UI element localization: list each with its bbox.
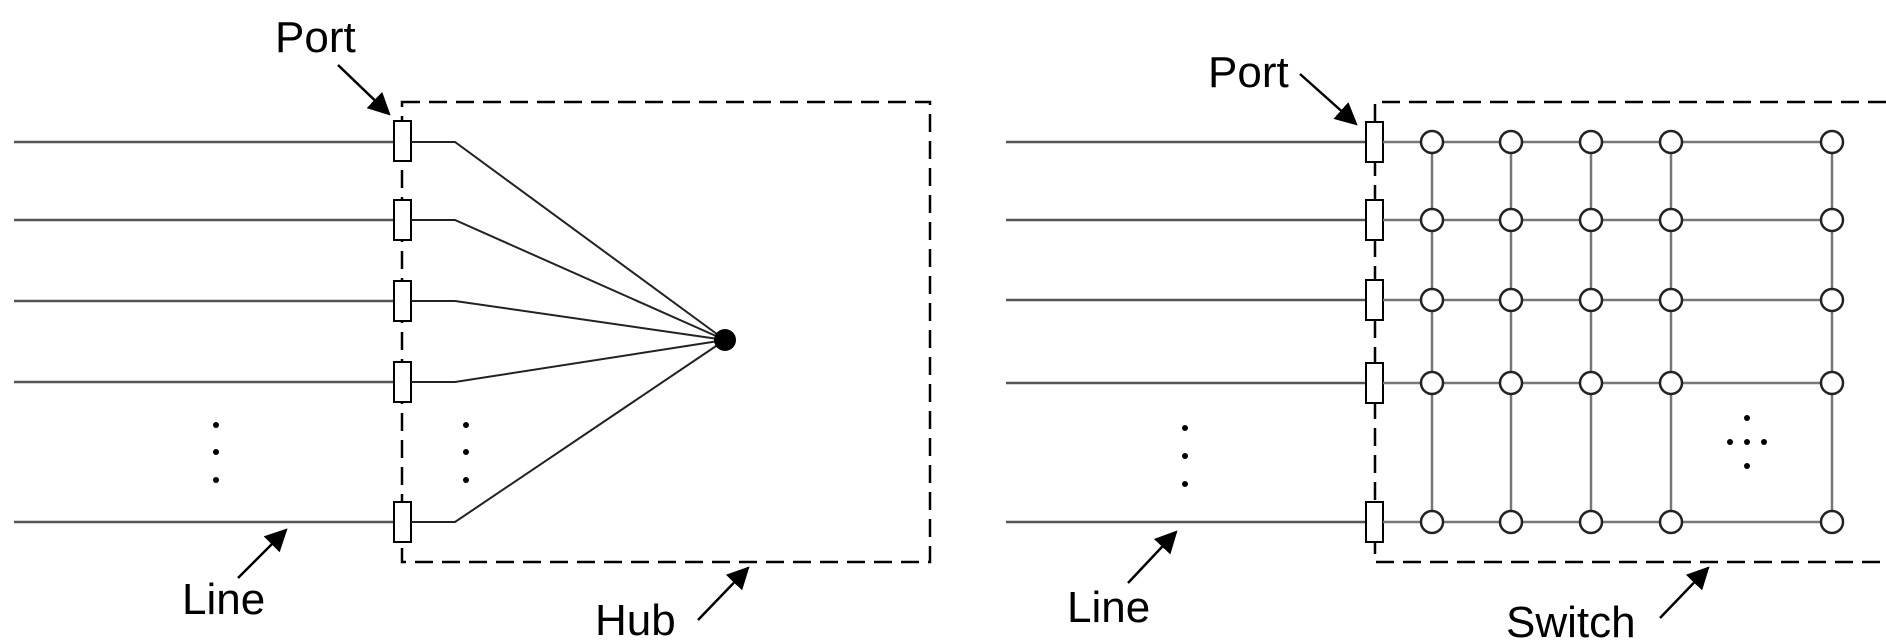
switch-port xyxy=(1365,501,1384,543)
switch-port xyxy=(1365,199,1384,241)
switch-lines xyxy=(1006,140,1366,524)
switch-crosspoint xyxy=(1578,509,1604,535)
switch-crosspoint xyxy=(1578,129,1604,155)
switch-box-arrow xyxy=(1659,566,1710,619)
hub-port-label: Port xyxy=(275,13,356,62)
switch-line-arrow xyxy=(1127,530,1178,584)
switch-crosspoint xyxy=(1819,129,1845,155)
hub-port xyxy=(393,361,412,403)
hub-ellipsis-inside xyxy=(463,422,469,483)
switch-crosspoint xyxy=(1419,207,1445,233)
hub-internal-wires xyxy=(411,141,726,523)
hub-wire xyxy=(411,339,726,523)
switch-crosspoint xyxy=(1578,207,1604,233)
switch-panel: Port Line Switch xyxy=(1006,48,1886,641)
switch-crosspoint xyxy=(1498,129,1524,155)
switch-port xyxy=(1365,121,1384,163)
switch-crosspoint xyxy=(1658,370,1684,396)
switch-crosspoint xyxy=(1819,509,1845,535)
switch-crosspoint xyxy=(1498,287,1524,313)
switch-port-arrow xyxy=(1299,73,1358,126)
switch-ports xyxy=(1365,121,1384,543)
hub-port xyxy=(393,501,412,543)
hub-port xyxy=(393,199,412,241)
hub-port xyxy=(393,280,412,322)
hub-wire xyxy=(411,300,726,341)
switch-crosspoint xyxy=(1658,509,1684,535)
switch-port-label: Port xyxy=(1208,48,1289,97)
hub-node xyxy=(714,329,736,351)
hub-box xyxy=(400,100,932,564)
hub-box-label: Hub xyxy=(595,596,676,641)
switch-box xyxy=(1373,100,1886,564)
switch-ellipsis-inside xyxy=(1727,415,1767,469)
hub-wire xyxy=(411,339,726,383)
hub-wire xyxy=(411,141,726,341)
hub-line-arrow xyxy=(237,528,288,579)
hub-port xyxy=(393,120,412,162)
switch-ellipsis-outside xyxy=(1182,425,1188,487)
switch-crosspoint xyxy=(1658,207,1684,233)
switch-crosspoint xyxy=(1578,370,1604,396)
switch-crosspoint xyxy=(1419,370,1445,396)
switch-crosspoint xyxy=(1498,370,1524,396)
switch-crosspoint xyxy=(1498,207,1524,233)
hub-wire xyxy=(411,219,726,341)
hub-port-arrow xyxy=(337,64,391,116)
switch-crosspoint xyxy=(1419,129,1445,155)
hub-ellipsis-outside xyxy=(213,422,219,483)
switch-grid-columns xyxy=(1430,142,1834,522)
switch-crosspoint xyxy=(1419,287,1445,313)
hub-panel: Port Line Hub xyxy=(14,13,932,641)
switch-grid-rows xyxy=(1383,140,1832,524)
switch-crosspoint xyxy=(1819,207,1845,233)
switch-port xyxy=(1365,362,1384,404)
switch-crosspoint xyxy=(1578,287,1604,313)
switch-crosspoint xyxy=(1658,287,1684,313)
hub-box-arrow xyxy=(697,566,750,621)
switch-crosspoint xyxy=(1419,509,1445,535)
switch-crosspoints xyxy=(1419,129,1845,535)
switch-crosspoint xyxy=(1498,509,1524,535)
switch-crosspoint xyxy=(1819,370,1845,396)
hub-lines xyxy=(14,140,394,524)
switch-line-label: Line xyxy=(1067,583,1150,632)
hub-line-label: Line xyxy=(182,575,265,624)
switch-crosspoint xyxy=(1819,287,1845,313)
switch-crosspoint xyxy=(1658,129,1684,155)
switch-box-label: Switch xyxy=(1506,598,1636,641)
switch-port xyxy=(1365,279,1384,321)
